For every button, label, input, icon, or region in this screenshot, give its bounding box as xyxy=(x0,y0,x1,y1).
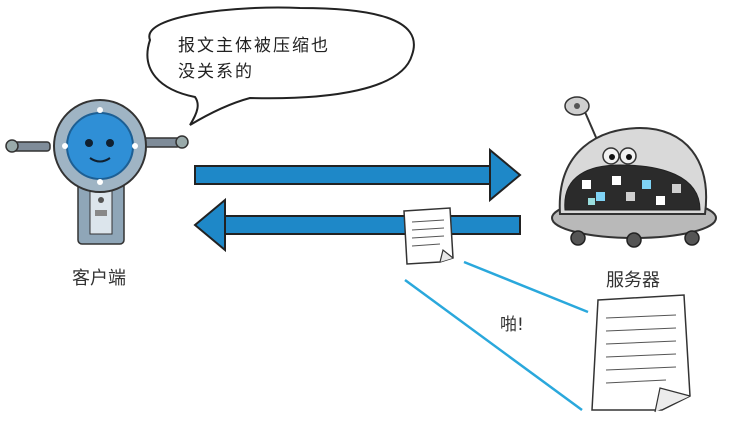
compressed-document-icon xyxy=(403,207,454,265)
expand-line-bottom xyxy=(404,278,583,412)
request-arrow xyxy=(194,147,522,203)
server-robot-icon xyxy=(551,96,717,248)
speech-bubble-text: 报文主体被压缩也 没关系的 xyxy=(178,36,330,82)
response-arrow xyxy=(193,197,521,253)
expand-line-top xyxy=(463,260,589,314)
client-robot-icon xyxy=(5,99,189,245)
server-label: 服务器 xyxy=(606,270,660,291)
speech-bubble xyxy=(146,6,415,126)
decompressed-document-icon xyxy=(591,294,691,413)
client-label: 客户端 xyxy=(72,268,126,289)
exclamation-text: 啪! xyxy=(500,315,524,335)
